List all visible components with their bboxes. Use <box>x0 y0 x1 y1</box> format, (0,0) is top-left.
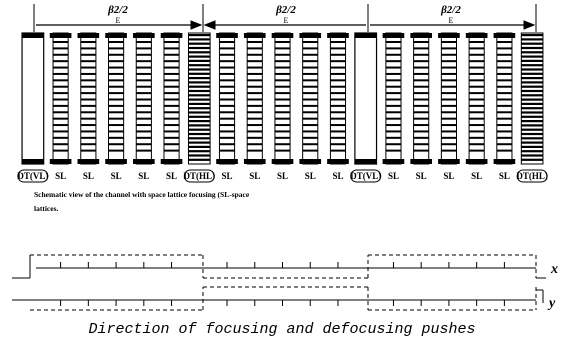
element-labels: DT(VL) SL SL SL SL SL DT(HL) SL SL SL SL SL DT(VL) SL… <box>17 169 548 183</box>
dt-hl-label: DT(HL) <box>516 171 548 181</box>
x-push-diagram <box>12 254 546 279</box>
sl-label: SL <box>111 171 122 181</box>
element-label-outline <box>183 169 215 183</box>
sl-label: SL <box>55 171 66 181</box>
dt-vl-block <box>21 32 45 165</box>
sl-label: SL <box>332 171 343 181</box>
sl-label: SL <box>416 171 427 181</box>
bottom-title: Direction of focusing and defocusing pus… <box>88 321 475 338</box>
arrowhead-left-icon <box>203 20 216 30</box>
period-label: β2/2 <box>107 4 128 16</box>
y-push-diagram <box>12 286 544 311</box>
y-axis-label: y <box>547 296 556 311</box>
dt-vl-label: DT(VL) <box>350 171 381 181</box>
sl-label: SL <box>249 171 260 181</box>
sl-label: SL <box>166 171 177 181</box>
sl-block <box>299 32 322 165</box>
period-label: β2/2 <box>275 4 296 16</box>
sl-label: SL <box>305 171 316 181</box>
sl-block <box>271 32 294 165</box>
element-label-outline <box>17 169 49 183</box>
arrowhead-right-icon <box>523 20 536 30</box>
sl-block <box>160 32 183 165</box>
sl-block <box>465 32 488 165</box>
dt-hl-label: DT(HL) <box>184 171 216 181</box>
dt-vl-block <box>354 32 378 165</box>
caption-line-1: Schematic view of the channel with space… <box>34 190 250 199</box>
dt-hl-block <box>520 32 544 165</box>
caption-line-2: lattices. <box>34 204 58 213</box>
sl-block <box>49 32 72 165</box>
period-dimensions <box>33 4 537 32</box>
e-label: E <box>116 16 121 25</box>
sl-label: SL <box>388 171 399 181</box>
sl-label: SL <box>222 171 233 181</box>
sl-block <box>77 32 100 165</box>
sl-block <box>327 32 349 165</box>
sl-label: SL <box>83 171 94 181</box>
dt-vl-label: DT(VL) <box>17 171 48 181</box>
element-label-outline <box>350 169 382 183</box>
sl-block <box>382 32 405 165</box>
dt-hl-block <box>187 32 211 165</box>
element-label-outline <box>516 169 548 183</box>
sl-label: SL <box>471 171 482 181</box>
sl-block <box>243 32 266 165</box>
sl-label: SL <box>277 171 288 181</box>
lattice-blocks <box>21 32 544 165</box>
sl-block <box>132 32 155 165</box>
sl-block <box>410 32 433 165</box>
sl-block <box>493 32 516 165</box>
sl-label: SL <box>443 171 454 181</box>
sl-block <box>216 32 238 165</box>
e-label: E <box>284 16 289 25</box>
sl-block <box>438 32 460 165</box>
x-axis-label: x <box>550 262 558 277</box>
sl-label: SL <box>138 171 149 181</box>
period-label: β2/2 <box>440 4 461 16</box>
arrowhead-right-icon <box>190 20 203 30</box>
e-label: E <box>449 16 454 25</box>
period-labels: β2/2 β2/2 β2/2 E E E <box>107 4 461 25</box>
sl-block <box>105 32 127 165</box>
sl-label: SL <box>499 171 510 181</box>
